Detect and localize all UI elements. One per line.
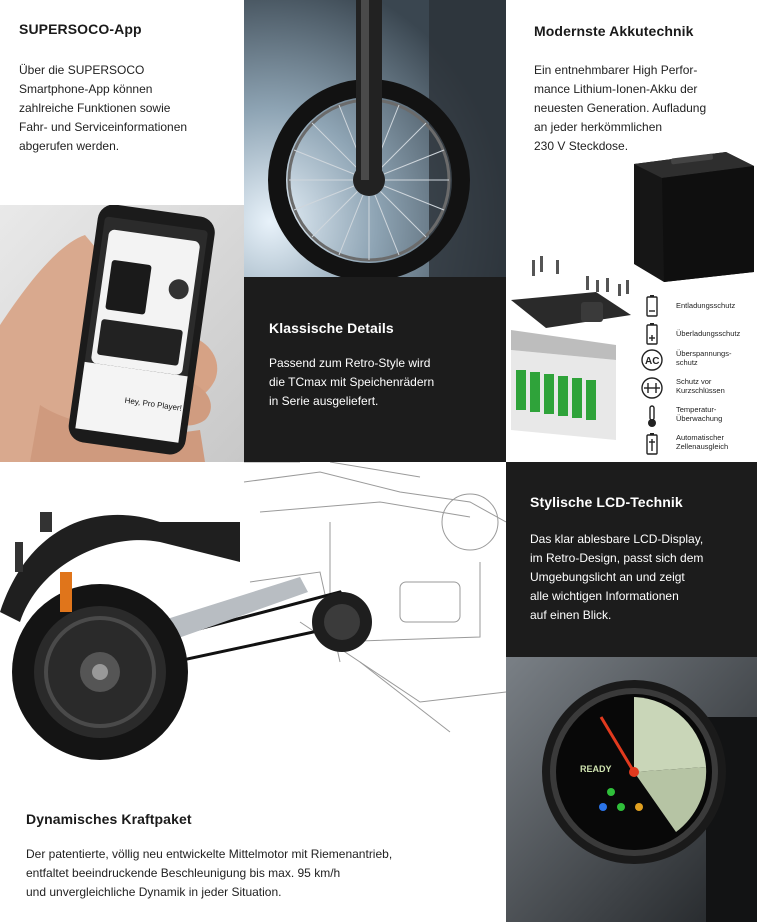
battery-plus-icon [646,323,658,345]
motor-image [0,462,506,760]
lcd-title: Stylische LCD-Technik [530,494,683,510]
front-wheel-image [244,0,506,277]
classic-section: Klassische Details Passend zum Retro-Sty… [244,277,506,462]
battery-features: Entladungsschutz Überladungsschutz AC Üb… [640,294,757,462]
feature-overcharge: Überladungsschutz [640,322,757,348]
feature-overvoltage: AC Überspannungs- schutz [640,348,757,374]
lcd-text: Das klar ablesbare LCD-Display, im Retro… [530,532,704,622]
motor-text: Der patentierte, völlig neu entwickelte … [26,847,393,899]
gauge-image: READY [506,657,757,922]
motor-title: Dynamisches Kraftpaket [26,811,192,827]
app-section: SUPERSOCO-App Über die SUPERSOCO Smartph… [0,0,244,205]
battery-cells-image [506,290,636,462]
motor-section: Dynamisches Kraftpaket Der patentierte, … [0,760,506,922]
battery-title: Modernste Akkutechnik [534,23,694,39]
feature-short-circuit: Schutz vor Kurzschlüssen [640,376,757,402]
battery-pack-image [626,144,756,284]
screws-image [532,256,629,296]
battery-text: Ein entnehmbarer High Perfor- mance Lith… [534,63,707,153]
gauge-ready-text: READY [580,764,612,774]
app-text: Über die SUPERSOCO Smartphone-App können… [19,63,188,153]
feature-temperature: Temperatur- Überwachung [640,404,757,430]
lcd-section: Stylische LCD-Technik Das klar ablesbare… [506,462,757,657]
phone-image: Hey, Pro Player! [0,205,244,462]
voltage-icon: AC [641,349,663,371]
classic-text: Passend zum Retro-Style wird die TCmax m… [269,356,435,408]
short-circuit-icon [641,377,663,399]
svg-text:AC: AC [645,356,659,367]
battery-minus-icon [646,295,658,317]
feature-discharge: Entladungsschutz [640,294,757,320]
thermometer-icon [648,405,656,427]
classic-title: Klassische Details [269,320,394,336]
cell-balance-icon [646,433,658,455]
battery-section: Modernste Akkutechnik Ein entnehmbarer H… [506,0,757,462]
app-title: SUPERSOCO-App [19,21,142,37]
feature-cell-balance: Automatischer Zellenausgleich [640,432,757,458]
